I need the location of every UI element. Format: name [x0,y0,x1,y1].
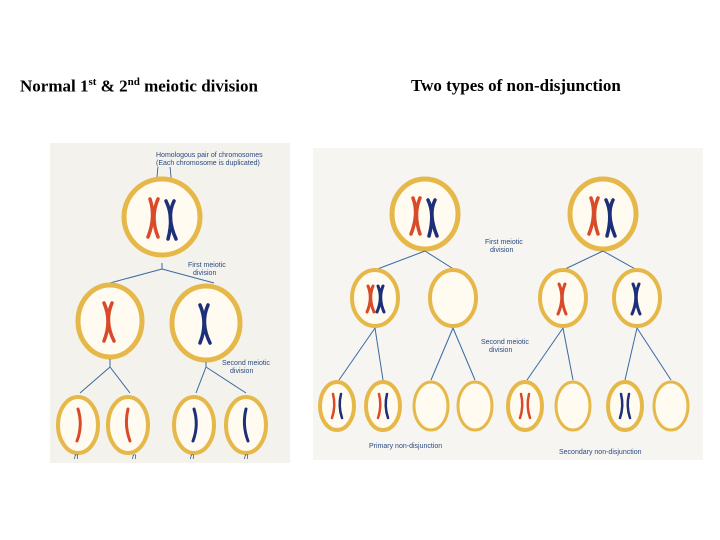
primary-gamete-4-empty [456,380,494,432]
chromosome-pair-maternal [146,197,160,239]
primary-daughter-chromosomes [365,284,386,314]
branch-line [205,366,247,394]
branch-line [624,327,638,381]
secondary-gamete-red-pair [518,392,532,420]
normal-meiosis-panel: Homologous pair of chromosomes (Each chr… [50,143,290,463]
chromatid-red [124,407,132,443]
branch-line [109,268,163,284]
chromosome-pair-paternal [164,199,178,241]
first-meiotic-division-label-2: division [490,247,513,254]
secondary-gamete-blue-pair [618,392,632,420]
normal-meiosis-diagram: Homologous pair of chromosomes (Each chr… [56,152,270,461]
branch-line [636,327,672,381]
primary-gamete-2 [364,380,402,432]
secondary-non-disjunction-label: Secondary non-disjunction [559,449,642,456]
branch-line [562,327,574,381]
gamete-cell-3 [172,395,216,455]
branch-line [452,327,476,381]
first-meiotic-division-label-2: division [193,270,216,277]
non-disjunction-panel: First meiotic division Second meiotic di… [313,148,703,460]
gamete-label-n: n [190,452,195,461]
branch-line [79,366,111,394]
first-meiotic-division-label: First meiotic [485,239,523,246]
branch-line [374,327,384,381]
second-meiotic-division-label-2: division [489,347,512,354]
secondary-daughter-red-dyad [556,282,568,316]
heading-normal-meiosis: Normal 1st & 2nd meiotic division [20,76,258,96]
chromosome-blue-dyad [198,303,212,345]
primary-parent-chromosomes [409,196,439,238]
branch-line [195,366,207,394]
heading-non-disjunction: Two types of non-disjunction [411,76,621,95]
gamete-label-n: n [132,452,137,461]
branch-line [109,366,131,394]
chromatid-blue [242,407,250,443]
primary-gamete-1 [318,380,356,432]
chromosome-red-dyad [102,301,116,343]
secondary-gamete-4-empty [652,380,690,432]
primary-gamete-chromatids [330,392,344,420]
secondary-parent-cell [567,176,639,252]
secondary-gamete-1 [506,380,544,432]
second-meiotic-division-label: Second meiotic [481,339,529,346]
secondary-gamete-2-empty [554,380,592,432]
primary-gamete-chromatids [376,392,390,420]
branch-line [374,250,426,271]
primary-parent-cell [389,176,461,252]
secondary-gamete-3 [606,380,644,432]
first-meiotic-division-label: First meiotic [188,262,226,269]
secondary-parent-chromosomes [587,196,617,238]
second-meiotic-division-label-2: division [230,368,253,375]
branch-line [430,327,454,381]
branch-line [424,250,456,271]
gamete-label-n: n [244,452,249,461]
gamete-label-n: n [74,452,79,461]
chromatid-red [75,407,82,443]
non-disjunction-diagram: First meiotic division Second meiotic di… [318,176,690,456]
branch-line [338,327,376,381]
primary-daughter-cell-with-both [350,268,400,328]
second-meiotic-division-label: Second meiotic [222,360,270,367]
duplicated-note: (Each chromosome is duplicated) [156,160,260,167]
parent-cell [121,176,203,258]
branch-line [526,327,564,381]
chromatid-blue [191,407,198,443]
branch-line [562,250,604,271]
primary-non-disjunction-label: Primary non-disjunction [369,443,442,450]
primary-daughter-cell-empty [428,268,478,328]
secondary-daughter-blue-dyad [630,282,642,316]
branch-line [161,268,215,284]
primary-gamete-3-empty [412,380,450,432]
homologous-pair-note: Homologous pair of chromosomes [156,152,263,159]
gamete-cell-1 [56,395,100,455]
branch-line [602,250,638,271]
